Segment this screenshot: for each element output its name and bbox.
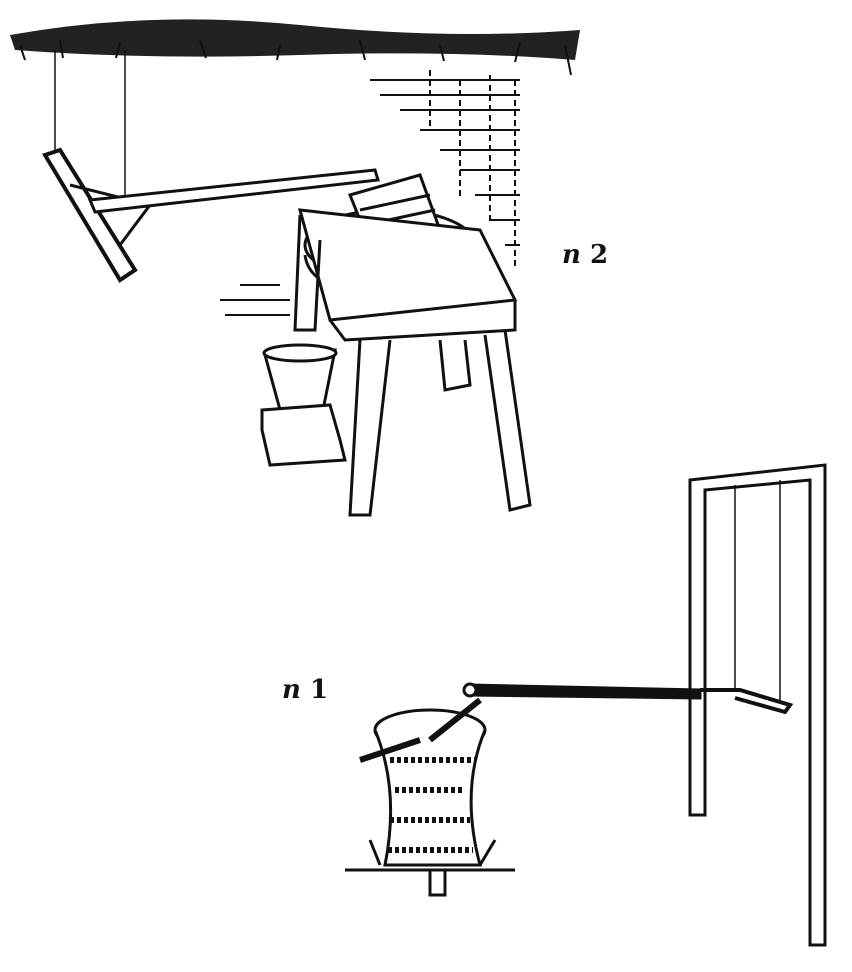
stool [293,208,532,517]
label-number: 2 [589,240,609,270]
label-prefix: n [282,675,301,705]
woven-wall [220,70,520,316]
hanging-ropes [54,50,126,200]
label-prefix: n [562,240,581,270]
figure-label-2: n 2 [562,240,608,270]
gallows-frame [688,463,827,947]
label-number: 1 [309,675,329,705]
thatched-roof [10,19,580,76]
basket-press [345,697,515,897]
crank-rod [462,682,794,715]
bucket [260,343,347,467]
figure-label-1: n 1 [282,675,328,705]
crank-frame [42,147,380,283]
